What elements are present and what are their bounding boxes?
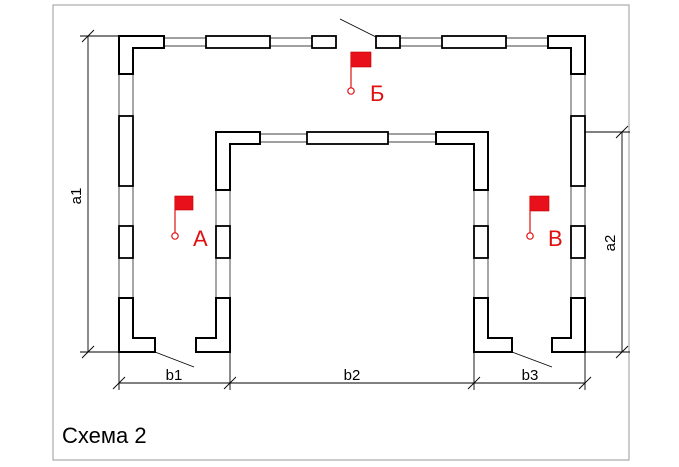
top-pier-4 bbox=[441, 35, 507, 49]
point-marker-icon bbox=[526, 232, 534, 240]
outer-corner-bottom-right bbox=[551, 297, 586, 353]
dim-label-b3: b3 bbox=[522, 367, 539, 384]
dimension-lines bbox=[80, 29, 630, 390]
left-pier-2 bbox=[118, 225, 134, 259]
dim-label-b1: b1 bbox=[166, 367, 183, 384]
scheme-title: Схема 2 bbox=[62, 423, 147, 448]
inner-right-pier bbox=[473, 225, 489, 259]
inner-top-pier bbox=[306, 131, 389, 145]
door-lines bbox=[154, 18, 553, 368]
top-pier-2 bbox=[311, 35, 337, 49]
outer-corner-top-right bbox=[547, 35, 586, 75]
inner-corner-top-left bbox=[215, 131, 261, 191]
flag-icon bbox=[350, 51, 372, 68]
dim-label-a1: a1 bbox=[68, 188, 85, 205]
walls bbox=[118, 35, 586, 353]
inner-corner-bottom-right bbox=[473, 297, 513, 353]
frame-border bbox=[52, 4, 630, 461]
left-pier-1 bbox=[118, 115, 134, 187]
inner-corner-top-right bbox=[435, 131, 489, 191]
flag-icon bbox=[529, 195, 550, 212]
inner-left-pier bbox=[215, 225, 231, 259]
top-pier-1 bbox=[205, 35, 271, 49]
inner-corner-bottom-left bbox=[195, 297, 231, 353]
point-marker-icon bbox=[347, 87, 355, 95]
top-pier-3 bbox=[375, 35, 401, 49]
outer-corner-bottom-left bbox=[118, 297, 156, 353]
right-pier-1 bbox=[570, 115, 586, 187]
point-marker-icon bbox=[171, 232, 179, 240]
glazing bbox=[118, 37, 586, 298]
dim-label-b2: b2 bbox=[344, 367, 361, 384]
flag-icon bbox=[174, 195, 194, 211]
point-label-c: В bbox=[548, 226, 563, 251]
point-label-a: А bbox=[193, 226, 208, 251]
point-label-b: Б bbox=[370, 81, 384, 106]
point-b: Б bbox=[347, 51, 384, 106]
point-a: А bbox=[171, 195, 208, 251]
outer-corner-top-left bbox=[118, 35, 165, 75]
point-c: В bbox=[526, 195, 563, 251]
right-pier-2 bbox=[570, 225, 586, 259]
dim-label-a2: a2 bbox=[602, 235, 619, 252]
